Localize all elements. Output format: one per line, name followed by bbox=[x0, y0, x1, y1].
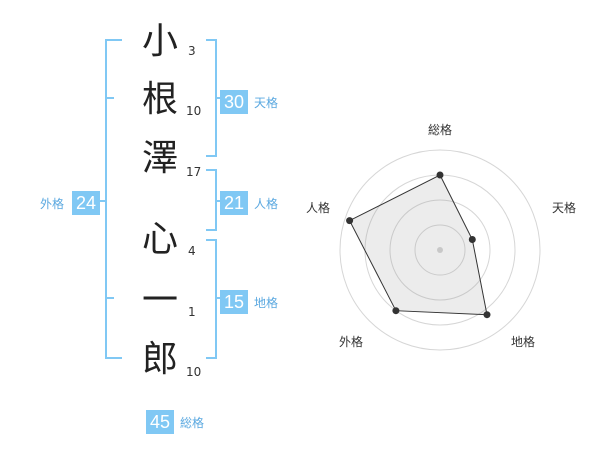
chikaku-value-badge: 15 bbox=[220, 290, 248, 314]
name-char-3: 澤 bbox=[141, 138, 178, 179]
tenkaku-value-badge: 30 bbox=[220, 90, 248, 114]
stroke-count-6: 10 bbox=[186, 365, 202, 379]
soukaku-label: 総格 bbox=[180, 416, 205, 430]
soukaku-value-badge: 45 bbox=[146, 410, 174, 434]
radar-center-dot bbox=[437, 247, 443, 253]
radar-point-0 bbox=[436, 171, 444, 179]
gaikaku-label: 外格 bbox=[40, 197, 65, 211]
radar-axis-label-gaikaku: 外格 bbox=[338, 335, 363, 349]
name-char-6: 郎 bbox=[141, 339, 178, 380]
jinkaku-value-badge: 21 bbox=[220, 191, 248, 215]
stroke-count-4: 4 bbox=[188, 244, 196, 258]
name-char-4: 心 bbox=[141, 219, 178, 260]
stroke-count-5: 1 bbox=[188, 305, 196, 319]
name-char-1: 小 bbox=[141, 21, 178, 62]
gaikaku-bracket bbox=[105, 39, 122, 359]
gaikaku-value-badge: 24 bbox=[72, 191, 100, 215]
radar-axis-label-chikaku: 地格 bbox=[510, 335, 535, 349]
stroke-count-3: 17 bbox=[186, 165, 202, 179]
name-char-5: 一 bbox=[141, 280, 178, 321]
radar-axis-label-soukaku: 総格 bbox=[427, 123, 452, 137]
stroke-count-2: 10 bbox=[186, 104, 202, 118]
tenkaku-label: 天格 bbox=[254, 96, 279, 110]
stroke-count-1: 3 bbox=[188, 44, 196, 58]
radar-point-1 bbox=[468, 236, 476, 243]
radar-axis-label-tenkaku: 天格 bbox=[551, 201, 576, 215]
radar-point-4 bbox=[346, 217, 354, 225]
jinkaku-label: 人格 bbox=[254, 197, 279, 211]
radar-point-2 bbox=[483, 311, 491, 319]
radar-axis-label-jinkaku: 人格 bbox=[305, 201, 330, 215]
radar-area bbox=[348, 174, 488, 316]
chikaku-label: 地格 bbox=[254, 296, 279, 310]
name-char-2: 根 bbox=[141, 79, 178, 120]
radar-point-3 bbox=[392, 307, 400, 315]
